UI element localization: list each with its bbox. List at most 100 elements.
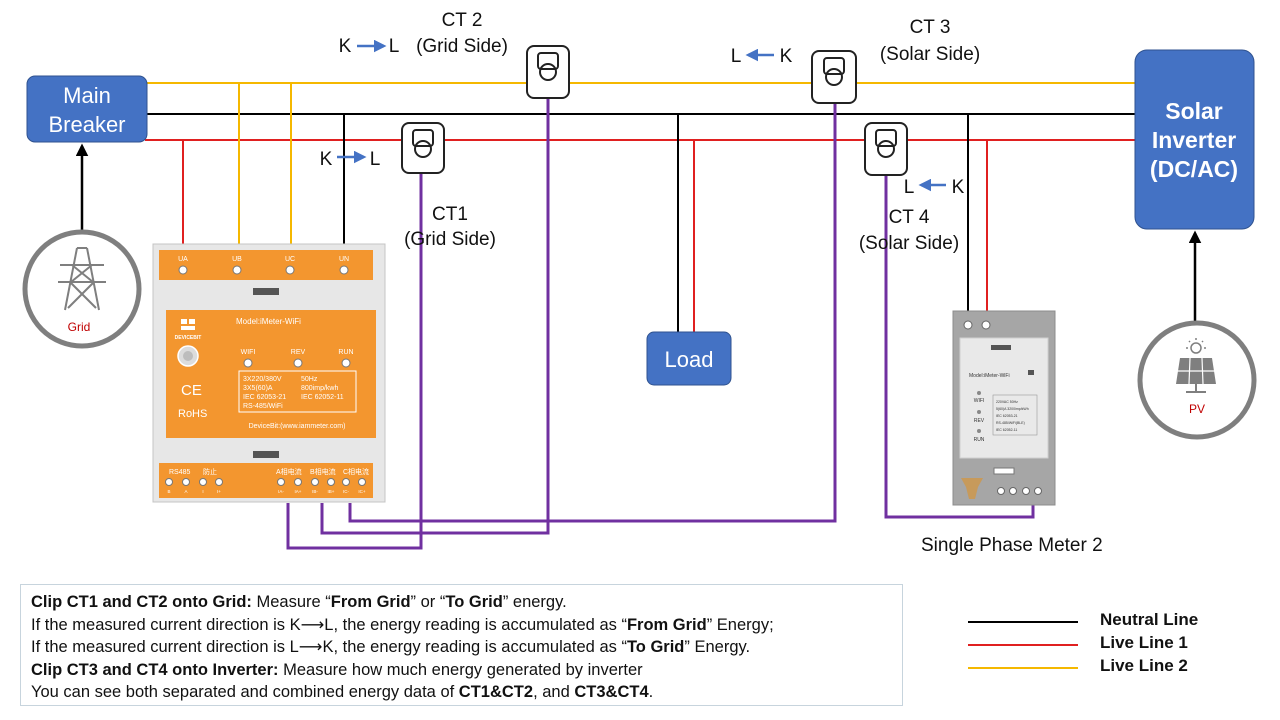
ct1-clamp	[401, 122, 445, 174]
note-line-4: Clip CT3 and CT4 onto Inverter: Measure …	[31, 660, 643, 679]
ct2-wire	[320, 98, 550, 535]
ct2-side: (Grid Side)	[416, 36, 508, 57]
load-box: Load	[646, 331, 732, 386]
terminal-ub-label: UB	[232, 256, 242, 263]
spec-right-1: 50Hz	[301, 376, 318, 383]
pin-label: I+	[217, 489, 221, 494]
grid-label: Grid	[68, 320, 91, 334]
ct1-wire	[286, 173, 423, 550]
pin-label: IA+	[295, 489, 302, 494]
meter2-caption: Single Phase Meter 2	[921, 535, 1103, 556]
ct4-clamp	[864, 122, 908, 176]
pylon-icon	[58, 247, 106, 311]
inverter-line3: (DC/AC)	[1150, 156, 1238, 182]
spec-line-3: IEC 62053-21	[243, 394, 286, 401]
ct4-wire	[884, 175, 1035, 519]
meter2-led-run: RUN	[974, 437, 985, 443]
pin-label: B	[167, 489, 170, 494]
ct4-dir-from: L	[904, 177, 915, 198]
devicebit-logo-icon	[1028, 370, 1034, 375]
meter2-spec: RS-485/WiFi(BLE)	[996, 421, 1025, 425]
ct3-side: (Solar Side)	[880, 44, 980, 65]
main-breaker: Main Breaker	[26, 75, 148, 143]
terminal-uc-label: UC	[285, 256, 295, 263]
terminal-ua	[178, 265, 188, 275]
solar-panel-icon	[1176, 338, 1216, 393]
group-b: B相电流	[310, 467, 336, 476]
pin-label: IB+	[328, 489, 335, 494]
line-legend: Neutral Line Live Line 1 Live Line 2	[968, 610, 1268, 679]
inverter-line1: Solar	[1165, 98, 1223, 124]
meter2-spec: 220VAC 50Hz	[996, 400, 1018, 404]
spec-line-1: 3X220/380V	[243, 376, 282, 383]
led-wifi-label: WIFI	[241, 349, 256, 356]
ct2-clamp	[526, 45, 570, 99]
ct1-side: (Grid Side)	[404, 229, 496, 250]
pv-source: PV	[1137, 320, 1257, 440]
ct-clamp-icon	[875, 129, 897, 158]
ct1-dir-to: L	[370, 149, 381, 170]
meter1-model: Model:iMeter-WiFi	[236, 317, 301, 326]
legend-neutral: Neutral Line	[968, 610, 1268, 633]
pin-label: IA-	[278, 489, 284, 494]
ct4-side: (Solar Side)	[859, 233, 959, 254]
ct3-dir-from: L	[731, 46, 742, 67]
main-breaker-line1: Main	[63, 83, 111, 108]
spec-line-4: RS-485/WiFi	[243, 403, 283, 410]
ct1-dir-from: K	[320, 149, 333, 170]
ct3-name: CT 3	[910, 17, 951, 38]
pin-label: A	[184, 489, 187, 494]
group-c: C相电流	[343, 467, 369, 476]
terminal-ub	[232, 265, 242, 275]
terminal-uc	[285, 265, 295, 275]
legend-neutral-label: Neutral Line	[1100, 610, 1199, 629]
legend-live-1-label: Live Line 1	[1100, 633, 1188, 652]
pin-label: I	[202, 489, 203, 494]
terminal-ua-label: UA	[178, 256, 188, 263]
spec-right-2: 800imp/kwh	[301, 385, 338, 392]
meter2-led-rev: REV	[974, 418, 985, 424]
pin-label: IC-	[343, 489, 350, 494]
group-2: 防止	[203, 467, 217, 476]
ct1-name: CT1	[432, 204, 468, 225]
group-rs485: RS485	[169, 469, 191, 476]
main-breaker-line2: Breaker	[48, 112, 125, 137]
meter2-led-wifi: WIFI	[974, 398, 985, 404]
ct2-name: CT 2	[442, 10, 483, 31]
note-line-2: If the measured current direction is K⟶L…	[31, 615, 774, 634]
pv-label: PV	[1189, 402, 1205, 416]
meter1-website: DeviceBit:(www.iammeter.com)	[249, 423, 346, 430]
ct4-dir-to: K	[952, 177, 965, 198]
group-a: A相电流	[276, 467, 302, 476]
grid-source: Grid	[22, 229, 142, 349]
led-rev-label: REV	[291, 349, 306, 356]
load-label: Load	[665, 347, 714, 372]
inverter-line2: Inverter	[1152, 127, 1236, 153]
ct-clamp-icon	[537, 52, 559, 81]
solar-inverter: Solar Inverter (DC/AC)	[1134, 49, 1255, 230]
meter2-spec: IEC 62053-21	[996, 414, 1018, 418]
single-phase-meter: Model:iMeter-WiFi WIFI REV RUN 220VAC 50…	[952, 310, 1056, 506]
ce-mark-icon: CE	[181, 382, 202, 399]
legend-live-1: Live Line 1	[968, 633, 1268, 656]
ct3-dir-to: K	[780, 46, 793, 67]
note-line-5: You can see both separated and combined …	[31, 683, 654, 701]
terminal-un-label: UN	[339, 256, 349, 263]
ct2-dir-from: K	[339, 36, 352, 57]
rohs-mark: RoHS	[178, 408, 207, 420]
legend-live-2-label: Live Line 2	[1100, 656, 1188, 675]
spec-right-3: IEC 62052-11	[301, 394, 344, 401]
pin-label: IB-	[312, 489, 318, 494]
spec-line-2: 3X5(60)A	[243, 385, 273, 392]
led-run	[341, 358, 351, 368]
devicebit-logo-icon	[181, 319, 195, 330]
meter1-brand: DEVICEBIT	[175, 335, 202, 341]
ct2-dir-to: L	[389, 36, 400, 57]
wiring-diagram: Main Breaker Grid Solar Inverter (DC/AC)	[22, 10, 1257, 550]
meter2-model: Model:iMeter-WiFi	[969, 373, 1010, 379]
note-line-3: If the measured current direction is L⟶K…	[31, 638, 751, 656]
pin-label: IC+	[358, 489, 366, 494]
terminal-un	[339, 265, 349, 275]
ct3-clamp	[811, 50, 857, 104]
ct-clamp-icon	[412, 129, 434, 158]
